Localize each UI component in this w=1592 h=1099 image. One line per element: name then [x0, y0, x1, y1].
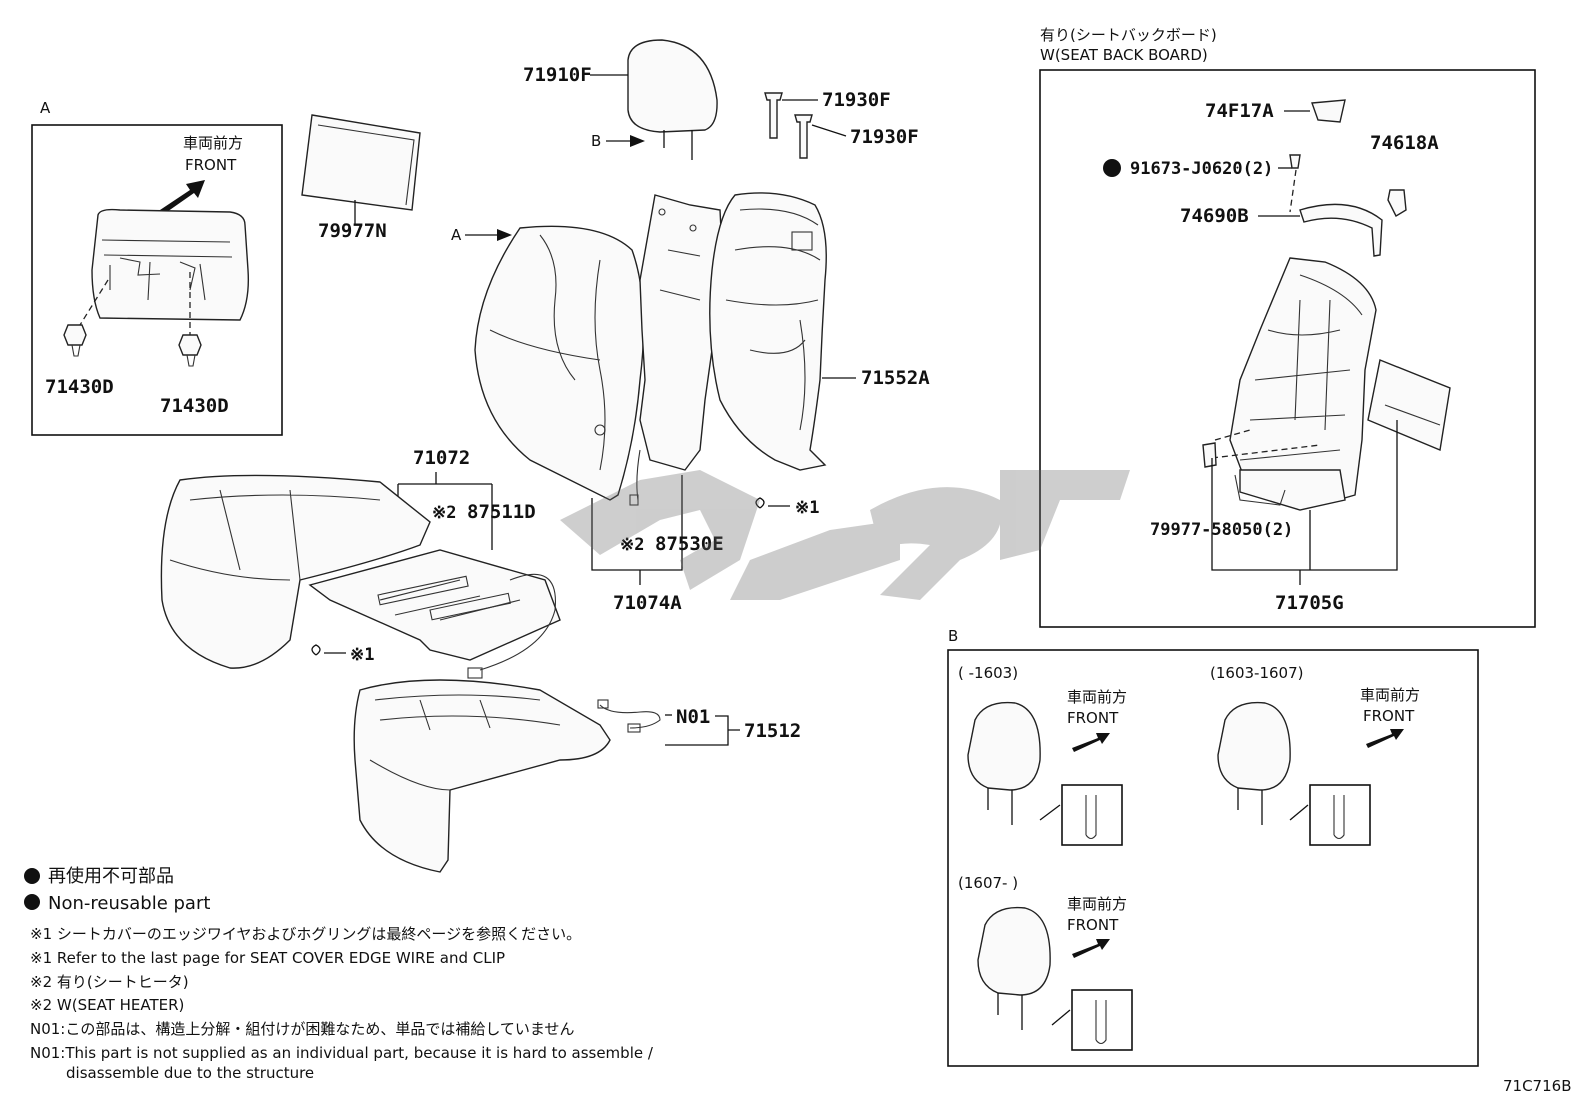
- legend-nonreusable-en: Non-reusable part: [48, 893, 210, 914]
- hook-79977-shape: [1202, 442, 1217, 468]
- detail-box-b: B ( -1603) 車両前方 FRONT (1603-1607) 車両前方 F…: [947, 627, 1479, 1067]
- clip-71430d-right: [178, 334, 202, 367]
- watermark-logo: [560, 470, 1130, 600]
- seat-back-board-shape: [1229, 257, 1377, 511]
- arrow-a-label: A: [451, 226, 462, 244]
- part-71705g: 71705G: [1275, 592, 1344, 614]
- seatback-frame-71552a: 71552A: [709, 192, 930, 471]
- clip-71430d-left: [63, 324, 87, 357]
- nonreusable-dot-icon: [24, 894, 40, 910]
- headrest-variant-3: (1607- ) 車両前方 FRONT: [958, 874, 1133, 1051]
- box-b-title: B: [948, 627, 958, 645]
- part-79977n: 79977N: [318, 220, 387, 242]
- part-87511d: 87511D: [467, 501, 536, 523]
- variant-1-detail: [1061, 784, 1123, 846]
- back-board-title-jp: 有り(シートバックボード): [1040, 26, 1217, 44]
- cover-74618a-shape: [1387, 189, 1407, 217]
- note-1-jp: ※1 シートカバーのエッジワイヤおよびホグリングは最終ページを参照ください。: [30, 925, 581, 943]
- box-a-frame: [31, 124, 283, 436]
- variant-2-detail: [1309, 784, 1371, 846]
- back-cover-bracket: ※2 87530E 71074A: [591, 475, 724, 614]
- note1-mark-a: ※1: [795, 498, 819, 518]
- cushion-cover: [160, 474, 431, 669]
- part-91673-j0620: 91673-J0620(2): [1130, 159, 1273, 179]
- part-71072: 71072: [413, 447, 470, 469]
- part-71552a: 71552A: [861, 367, 930, 389]
- diagram-code: 71C716B: [1503, 1077, 1571, 1095]
- box-a-front-en: FRONT: [185, 156, 237, 174]
- variant-3-front-en: FRONT: [1067, 916, 1119, 934]
- front-arrow-icon: [160, 180, 205, 214]
- back-board-frame: [1039, 69, 1536, 628]
- note-1-en: ※1 Refer to the last page for SEAT COVER…: [30, 949, 505, 967]
- part-79977-58050: 79977-58050(2): [1150, 520, 1293, 540]
- legend-nonreusable-jp: 再使用不可部品: [48, 866, 174, 887]
- variant-1-front-jp: 車両前方: [1067, 688, 1127, 706]
- arrow-b-label: B: [591, 132, 601, 150]
- pad-79977n: 79977N: [301, 114, 421, 242]
- headrest-variant-2: (1603-1607) 車両前方 FRONT: [1210, 664, 1420, 846]
- box-a-front-jp: 車両前方: [183, 134, 243, 152]
- legend: 再使用不可部品 Non-reusable part ※1 シートカバーのエッジワ…: [24, 866, 654, 1082]
- nonreusable-dot-icon: [24, 868, 40, 884]
- clip-74f17a-shape: [1311, 99, 1346, 123]
- note-n01-jp: N01:この部品は、構造上分解・組付けが困難なため、単品では補給していません: [30, 1020, 574, 1038]
- note2-mark-a: ※2: [432, 503, 456, 523]
- part-71910f: 71910F: [523, 64, 592, 86]
- part-n01: N01: [676, 706, 710, 728]
- note-2-jp: ※2 有り(シートヒータ): [30, 973, 189, 991]
- heater-harness-n01: N01 71512: [597, 699, 801, 746]
- box-b-frame: [947, 649, 1479, 1067]
- variant-3-range: (1607- ): [958, 874, 1018, 892]
- note1-mark-b: ※1: [350, 645, 374, 665]
- part-74f17a: 74F17A: [1205, 100, 1274, 122]
- screw-shape: [1289, 154, 1301, 169]
- cushion-heater-mat: [308, 549, 561, 679]
- pins-71930f: 71930F 71930F: [764, 89, 919, 159]
- part-87530e: 87530E: [655, 533, 724, 555]
- part-74690b: 74690B: [1180, 205, 1249, 227]
- headrest-71910f: 71910F B: [523, 39, 718, 160]
- part-71930f-a: 71930F: [822, 89, 891, 111]
- note-n01-en-1: N01:This part is not supplied as an indi…: [30, 1044, 654, 1062]
- front-arrow-icon: [1072, 733, 1110, 752]
- variant-3-detail: [1071, 989, 1133, 1051]
- front-arrow-icon: [1366, 729, 1404, 748]
- seat-back-board-box: 有り(シートバックボード) W(SEAT BACK BOARD) 74F17A …: [1039, 26, 1536, 628]
- variant-1-front-en: FRONT: [1067, 709, 1119, 727]
- variant-1-range: ( -1603): [958, 664, 1018, 682]
- front-arrow-icon: [1072, 939, 1110, 958]
- note-2-en: ※2 W(SEAT HEATER): [30, 996, 184, 1014]
- part-71074a: 71074A: [613, 592, 682, 614]
- variant-2-range: (1603-1607): [1210, 664, 1303, 682]
- seatback-top-illustration: [91, 208, 250, 321]
- nonreusable-dot-icon: [1103, 159, 1121, 177]
- part-71512: 71512: [744, 720, 801, 742]
- variant-2-front-en: FRONT: [1363, 707, 1415, 725]
- box-a-title: A: [40, 99, 51, 117]
- back-heater-mat: [629, 194, 723, 506]
- variant-3-front-jp: 車両前方: [1067, 895, 1127, 913]
- part-71930f-b: 71930F: [850, 126, 919, 148]
- back-board-title-en: W(SEAT BACK BOARD): [1040, 46, 1208, 64]
- variant-2-front-jp: 車両前方: [1360, 686, 1420, 704]
- part-71430d-left: 71430D: [45, 376, 114, 398]
- detail-box-a: A 車両前方 FRONT 71430D 71430D: [31, 99, 283, 436]
- trim-74690b-shape: [1299, 203, 1383, 257]
- side-panel-shape: [1367, 359, 1451, 451]
- note-n01-en-2: disassemble due to the structure: [66, 1064, 314, 1082]
- headrest-variant-1: ( -1603) 車両前方 FRONT: [958, 664, 1127, 846]
- part-74618a: 74618A: [1370, 132, 1439, 154]
- part-71430d-right: 71430D: [160, 395, 229, 417]
- note2-mark-b: ※2: [620, 535, 644, 555]
- seatback-cover: [474, 225, 645, 501]
- cushion-pad-71512: [353, 679, 611, 873]
